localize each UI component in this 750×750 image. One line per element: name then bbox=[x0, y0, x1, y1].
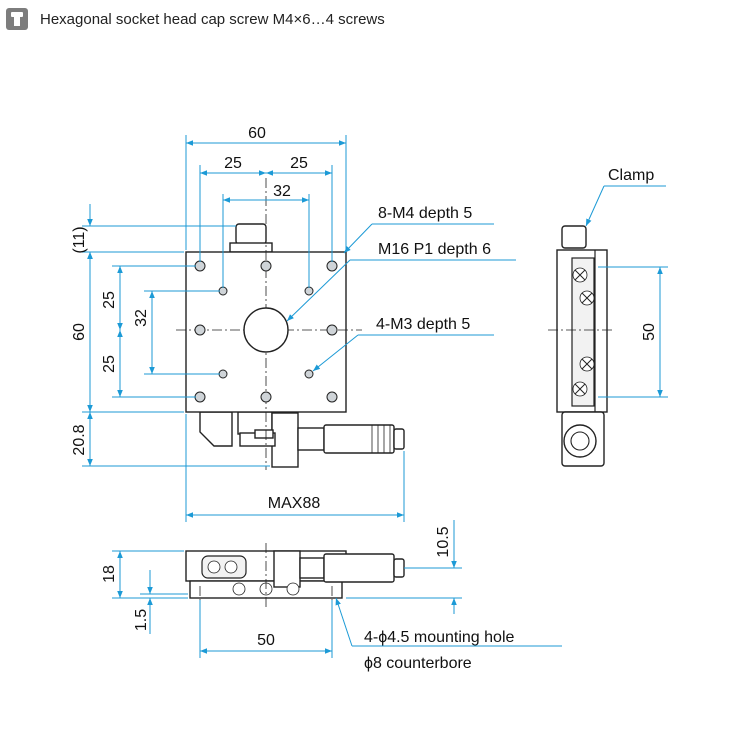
callout-m3-holes: 4-M3 depth 5 bbox=[376, 316, 470, 333]
m4-hole bbox=[194, 260, 206, 272]
m4-hole bbox=[326, 260, 338, 272]
m3-holes bbox=[218, 286, 314, 379]
m4-holes bbox=[194, 260, 338, 403]
micrometer-sleeve bbox=[297, 427, 325, 451]
micrometer-lock bbox=[254, 429, 274, 439]
front-dim-top-extent: 10.5 bbox=[435, 526, 452, 557]
front-view: 18 1.5 10.5 50 4-ϕ4.5 mounting hole ϕ8 c… bbox=[101, 520, 562, 672]
m4-hole bbox=[260, 391, 272, 403]
m4-hole bbox=[260, 260, 272, 272]
dim-inner-spacing: 32 bbox=[273, 183, 291, 200]
dim-vert-upper: 25 bbox=[101, 291, 118, 309]
side-screws bbox=[572, 267, 595, 397]
m3-hole bbox=[304, 286, 314, 296]
m4-hole bbox=[326, 324, 338, 336]
top-view-lower-block bbox=[199, 411, 233, 447]
callout-mounting-hole: 4-ϕ4.5 mounting hole bbox=[364, 629, 514, 646]
dim-bottom-extent: 20.8 bbox=[71, 424, 88, 455]
micrometer-ratchet bbox=[393, 428, 405, 450]
front-dim-hole-spacing: 50 bbox=[257, 632, 275, 649]
dim-max-length: MAX88 bbox=[268, 495, 321, 512]
m4-hole bbox=[326, 391, 338, 403]
front-micrometer-sleeve bbox=[299, 557, 325, 579]
dim-hole-right: 25 bbox=[290, 155, 308, 172]
micrometer-thimble bbox=[323, 424, 395, 454]
front-micrometer-thimble bbox=[323, 553, 395, 583]
clamp-label: Clamp bbox=[608, 167, 654, 184]
socket-screw-icon bbox=[6, 8, 28, 30]
clamp-screw-head bbox=[235, 223, 267, 245]
header-text: Hexagonal socket head cap screw M4×6…4 s… bbox=[40, 10, 385, 28]
header: Hexagonal socket head cap screw M4×6…4 s… bbox=[6, 8, 385, 30]
dim-overall-height: 60 bbox=[71, 323, 88, 341]
m4-hole bbox=[194, 324, 206, 336]
callout-m4-holes: 8-M4 depth 5 bbox=[378, 205, 472, 222]
side-clamp-screw-head bbox=[561, 225, 587, 249]
front-micrometer-housing bbox=[273, 550, 301, 588]
dim-vert-inner: 32 bbox=[133, 309, 150, 327]
top-view: 60 25 25 32 (11) 60 20.8 25 25 bbox=[71, 125, 516, 522]
side-dim-height: 50 bbox=[641, 323, 658, 341]
front-dim-base: 1.5 bbox=[133, 609, 150, 631]
micrometer-housing bbox=[271, 412, 299, 468]
front-dim-height: 18 bbox=[101, 565, 118, 583]
micrometer-knurl-lines bbox=[371, 425, 391, 453]
dim-hole-left: 25 bbox=[224, 155, 242, 172]
m3-hole bbox=[218, 286, 228, 296]
callout-center-hole: M16 P1 depth 6 bbox=[378, 241, 491, 258]
m3-hole bbox=[304, 369, 314, 379]
dim-overall-width: 60 bbox=[248, 125, 266, 142]
side-view: Clamp 50 bbox=[548, 167, 668, 467]
center-hole-m16 bbox=[243, 307, 289, 353]
dim-vert-lower: 25 bbox=[101, 355, 118, 373]
callout-counterbore: ϕ8 counterbore bbox=[364, 655, 472, 672]
m4-hole bbox=[194, 391, 206, 403]
front-micrometer-ratchet bbox=[393, 558, 405, 578]
dim-offset-top: (11) bbox=[71, 226, 88, 253]
m3-hole bbox=[218, 369, 228, 379]
